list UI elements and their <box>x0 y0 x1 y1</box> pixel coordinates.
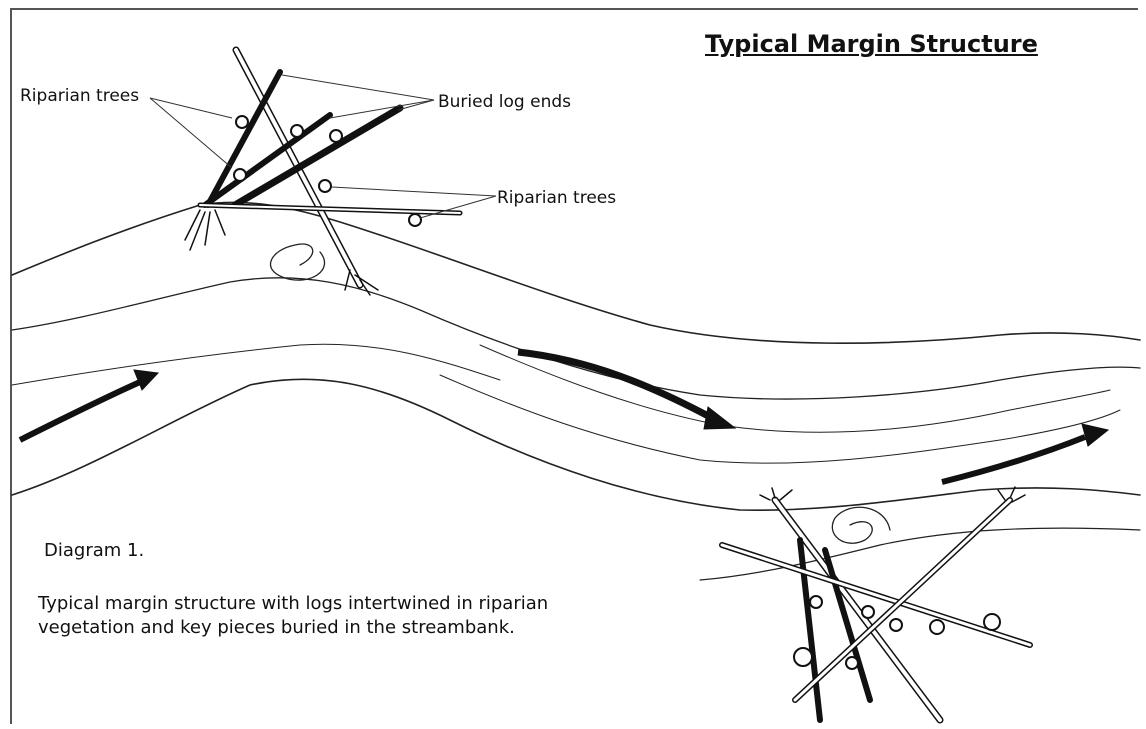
upper-eddy <box>271 244 325 280</box>
leader-buried-1 <box>282 75 434 100</box>
lower-bank-line-4 <box>700 528 1140 580</box>
flow-arrow-2 <box>518 352 712 418</box>
log-upper-5-core <box>200 205 460 213</box>
flow-arrow-3-head <box>1082 424 1108 446</box>
log-lower-3 <box>825 550 870 700</box>
figure-number: Diagram 1. <box>44 540 144 561</box>
roots-upper-2 <box>345 270 378 295</box>
upper-bank-line-3 <box>12 344 500 385</box>
flow-arrow-2-head <box>704 407 735 429</box>
flow-arrow-1 <box>20 382 140 440</box>
lower-eddy <box>832 507 890 543</box>
upper-bank-line <box>12 202 1140 343</box>
roots-upper <box>185 210 225 250</box>
label-riparian-trees-left: Riparian trees <box>20 86 139 106</box>
lower-bank-line-2 <box>440 375 1120 463</box>
label-riparian-trees-right: Riparian trees <box>497 188 616 208</box>
lower-bank-line-3 <box>480 345 1110 432</box>
leader-riparian-right-1 <box>332 187 496 196</box>
flow-arrow-3 <box>942 437 1085 482</box>
diagram-title: Typical Margin Structure <box>705 30 1038 58</box>
figure-caption: Typical margin structure with logs inter… <box>38 592 558 640</box>
label-buried-log-ends: Buried log ends <box>438 92 571 112</box>
flow-arrow-1-head <box>134 370 158 390</box>
